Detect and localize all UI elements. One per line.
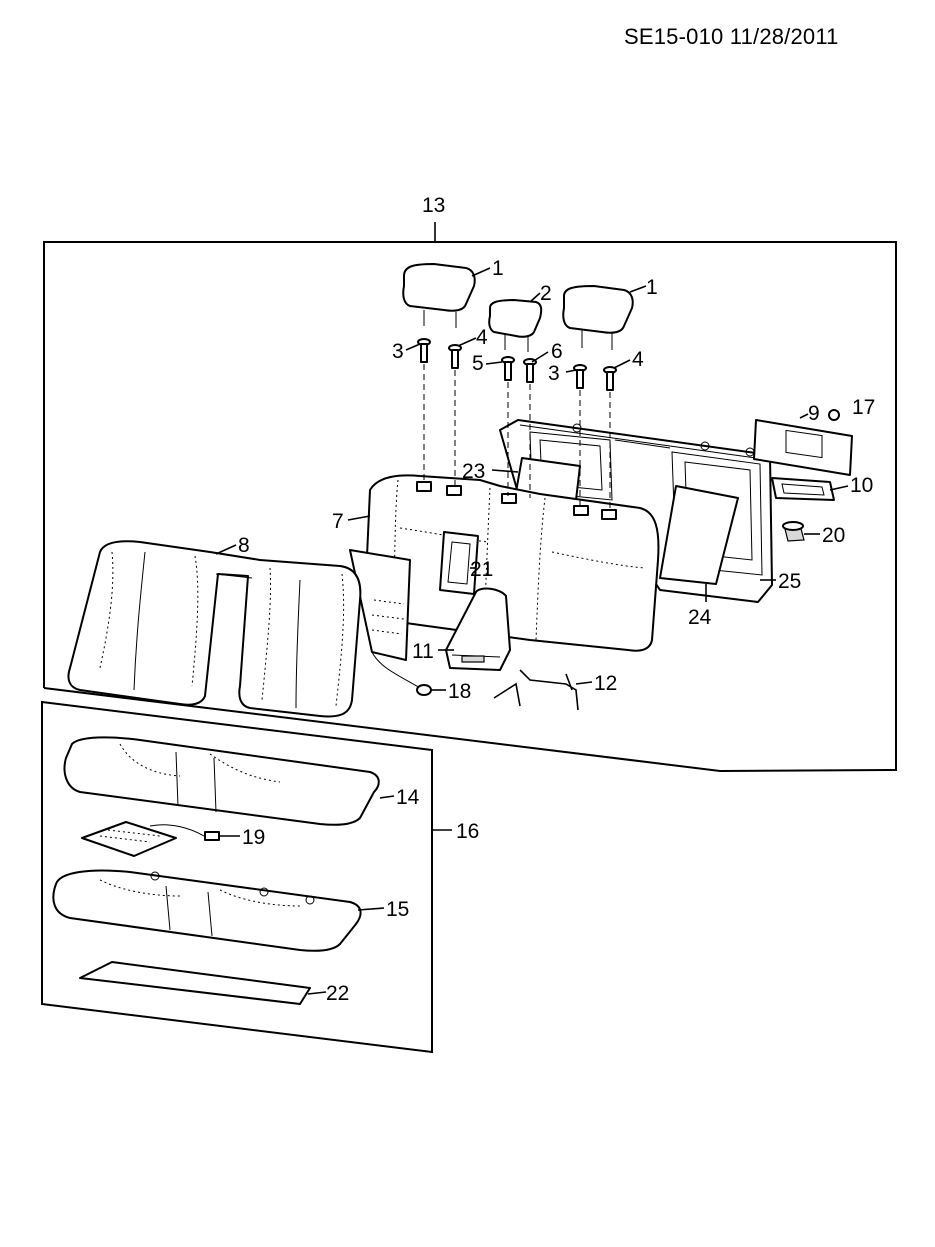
callout-6: 6 <box>551 340 563 363</box>
callout-7: 7 <box>332 510 344 533</box>
callout-4-right: 4 <box>632 348 644 371</box>
callout-1-left: 1 <box>492 257 504 280</box>
callout-9: 9 <box>808 402 820 425</box>
cushion-cover <box>63 736 380 826</box>
armrest-assembly <box>445 587 511 671</box>
callout-labels: 13 1 2 1 3 4 5 6 3 4 9 17 10 20 25 24 23… <box>238 194 875 1005</box>
callout-17: 17 <box>852 396 875 419</box>
callout-13: 13 <box>422 194 445 217</box>
callout-25: 25 <box>778 570 801 593</box>
callout-3-left: 3 <box>392 340 404 363</box>
cushion-group-box <box>41 700 433 1054</box>
wire-frame <box>493 669 579 711</box>
headrest-right <box>562 285 634 350</box>
backrest-group-box <box>43 241 897 773</box>
trim-panel <box>753 419 853 476</box>
callout-24: 24 <box>688 606 712 629</box>
callout-16: 16 <box>456 820 479 843</box>
callout-23: 23 <box>462 460 485 483</box>
cushion-insulator <box>79 961 311 1005</box>
callout-4-left: 4 <box>476 326 488 349</box>
callout-11: 11 <box>412 640 434 663</box>
callout-5: 5 <box>472 352 484 375</box>
callout-15: 15 <box>386 898 409 921</box>
diagram-reference-header: SE15-010 11/28/2011 <box>624 24 839 49</box>
callout-12: 12 <box>594 672 617 695</box>
callout-14: 14 <box>396 786 420 809</box>
leader-lines <box>215 267 849 995</box>
alignment-lines <box>423 364 611 512</box>
latch-bracket <box>771 477 835 501</box>
callout-3-right: 3 <box>548 362 560 385</box>
clip <box>782 521 805 542</box>
callout-8: 8 <box>238 534 250 557</box>
callout-22: 22 <box>326 982 349 1005</box>
callout-18: 18 <box>448 680 471 703</box>
callout-21: 21 <box>470 558 493 581</box>
back-heater-pad <box>349 549 432 696</box>
callout-1-right: 1 <box>646 276 658 299</box>
headrest-guides <box>417 338 617 391</box>
plug <box>828 409 840 421</box>
cushion-heater-mat <box>81 821 220 857</box>
back-covers <box>67 540 362 718</box>
callout-19: 19 <box>242 826 265 849</box>
cushion-pad <box>52 869 362 952</box>
callout-20: 20 <box>822 524 845 547</box>
insulator-pad <box>659 485 739 585</box>
callout-10: 10 <box>850 474 873 497</box>
callout-2: 2 <box>540 282 552 305</box>
headrest-left <box>402 263 476 328</box>
headrest-center <box>488 299 543 352</box>
